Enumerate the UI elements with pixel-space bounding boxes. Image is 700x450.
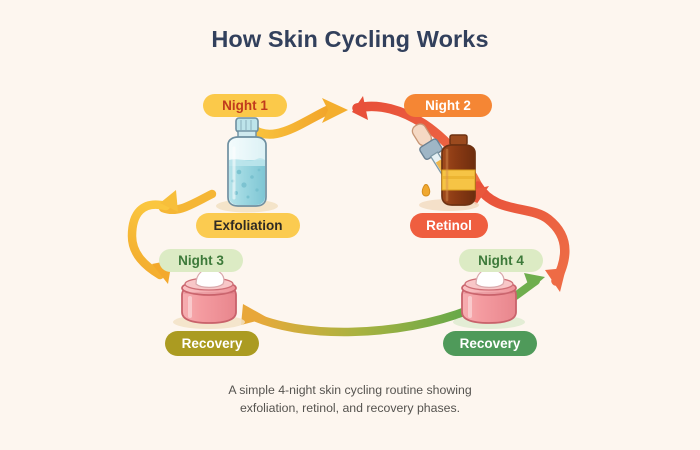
night-3-badge[interactable]: Night 3: [159, 249, 243, 272]
exfoliant-bottle-icon: [216, 117, 278, 213]
cream-jar-icon-night4: [453, 268, 525, 329]
caption: A simple 4-night skin cycling routine sh…: [0, 381, 700, 417]
caption-line-1: A simple 4-night skin cycling routine sh…: [228, 383, 472, 397]
night-1-badge[interactable]: Night 1: [203, 94, 287, 117]
phase-label-recovery-night4[interactable]: Recovery: [443, 331, 537, 356]
cream-jar-icon-night3: [173, 268, 245, 329]
night-2-badge[interactable]: Night 2: [404, 94, 492, 117]
phase-label-recovery-night3[interactable]: Recovery: [165, 331, 259, 356]
night-4-badge[interactable]: Night 4: [459, 249, 543, 272]
phase-label-exfoliation[interactable]: Exfoliation: [196, 213, 300, 238]
arrow-night3-to-night1: [127, 189, 217, 284]
caption-line-2: exfoliation, retinol, and recovery phase…: [239, 401, 461, 415]
phase-label-retinol[interactable]: Retinol: [410, 213, 488, 238]
page-title: How Skin Cycling Works: [211, 26, 489, 52]
retinol-dropper-bottle-icon: [411, 123, 479, 211]
